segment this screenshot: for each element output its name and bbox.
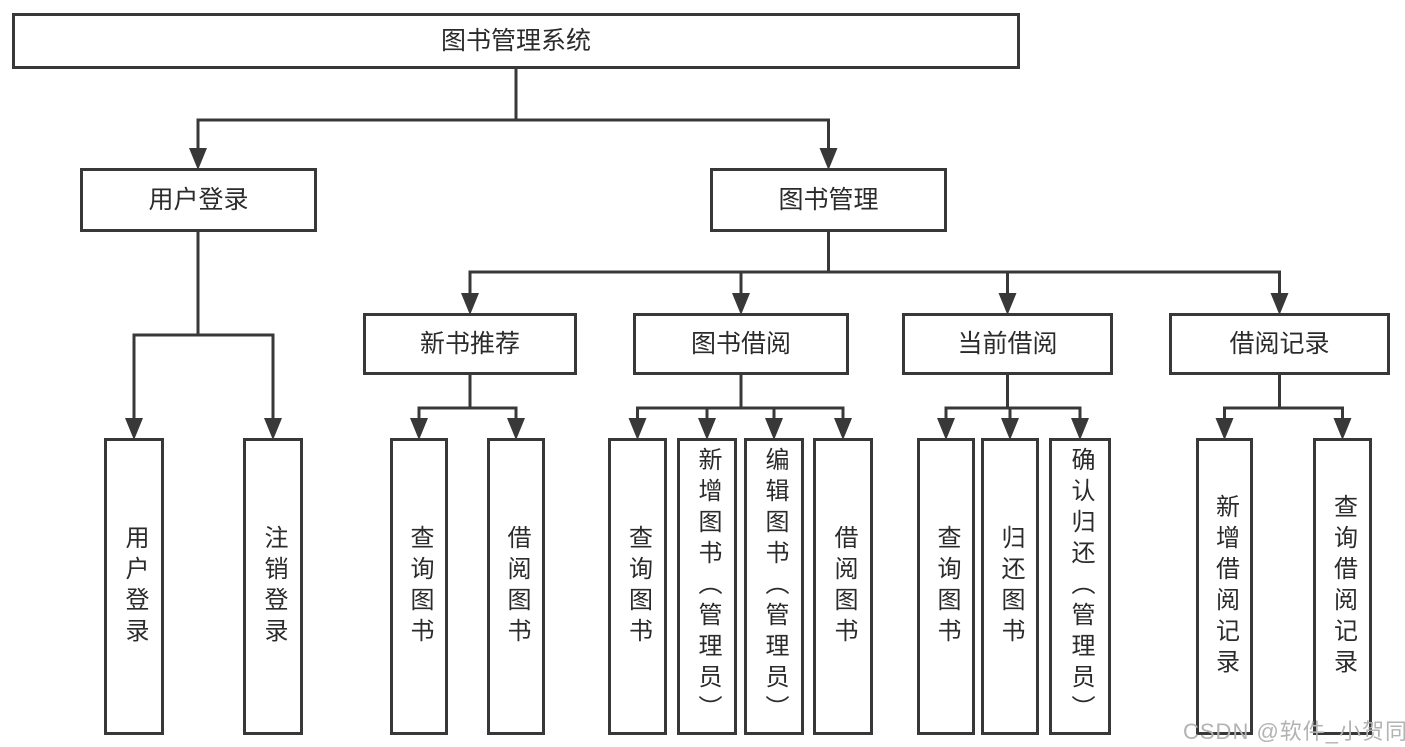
leaf-add-borrow-record: 新增借阅记录: [1196, 438, 1253, 735]
leaf-query-books-recommend: 查询图书: [390, 438, 448, 735]
watermark: CSDN @软件_小贺同学: [1183, 719, 1405, 744]
leaf-user-login: 用户登录: [104, 438, 164, 735]
node-new-book-recommend: 新书推荐: [363, 313, 577, 375]
leaf-logout: 注销登录: [243, 438, 303, 735]
leaf-query-books-current: 查询图书: [917, 438, 975, 735]
leaf-query-books-borrowing: 查询图书: [608, 438, 667, 735]
leaf-return-books: 归还图书: [981, 438, 1039, 735]
leaf-edit-book-admin: 编辑图书（管理员）: [744, 438, 804, 735]
node-book-borrowing: 图书借阅: [633, 313, 849, 375]
node-current-borrowing: 当前借阅: [902, 313, 1113, 375]
node-root: 图书管理系统: [12, 13, 1020, 69]
arrowheads: [125, 148, 1352, 440]
node-borrowing-records: 借阅记录: [1169, 313, 1390, 375]
node-user-login: 用户登录: [80, 168, 317, 232]
leaf-add-book-admin: 新增图书（管理员）: [677, 438, 737, 735]
leaf-confirm-return-admin: 确认归还（管理员）: [1049, 438, 1111, 735]
leaf-borrow-books-borrowing: 借阅图书: [813, 438, 873, 735]
leaf-query-borrow-record: 查询借阅记录: [1313, 438, 1372, 735]
leaf-borrow-books-recommend: 借阅图书: [487, 438, 545, 735]
node-book-management: 图书管理: [710, 168, 947, 232]
